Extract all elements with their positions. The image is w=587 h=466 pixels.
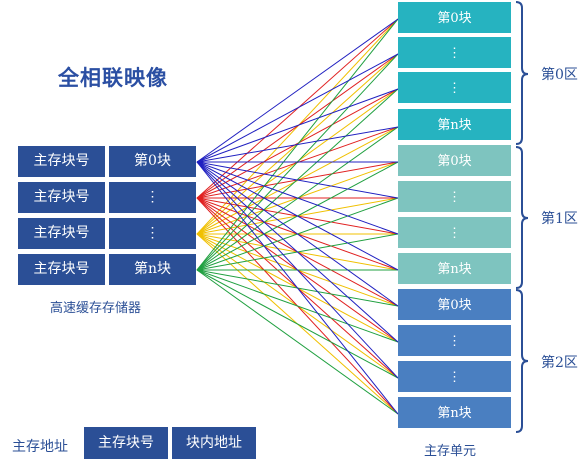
address-field-block-number: 主存块号 [84,427,168,459]
memory-block: ⋮ [398,181,511,214]
memory-block: 第0块 [398,2,511,35]
memory-block: 第n块 [398,109,511,142]
mapping-line [196,269,399,379]
cache-block-cell: ⋮ [109,182,196,213]
cache-tag-cell: 主存块号 [18,218,105,249]
cache-tag-cell: 主存块号 [18,182,105,213]
cache-block-cell: ⋮ [109,218,196,249]
mapping-line [196,126,399,163]
mapping-line [196,161,399,379]
cache-block-cell: 第n块 [109,254,196,285]
memory-block: 第n块 [398,397,511,430]
memory-block: 第0块 [398,289,511,322]
mapping-line [196,269,399,415]
address-field-offset: 块内地址 [172,427,256,459]
memory-block: ⋮ [398,72,511,105]
zone-label: 第0区 [541,67,578,83]
cache-row: 主存块号 ⋮ [18,218,196,249]
mapping-line [196,88,399,163]
mapping-line [196,18,399,163]
cache-tag-cell: 主存块号 [18,254,105,285]
mapping-line [196,161,399,307]
memory-label: 主存单元 [424,444,477,459]
zone0-brace [515,1,529,145]
zone-label: 第1区 [541,211,578,227]
zone-label: 第2区 [541,355,578,371]
memory-block: ⋮ [398,325,511,358]
memory-block: ⋮ [398,37,511,70]
cache-row: 主存块号 第n块 [18,254,196,285]
zone1-brace [515,146,529,289]
address-label: 主存地址 [12,439,68,455]
zone2-brace [515,289,529,433]
mapping-line [196,161,399,343]
mapping-line [196,161,399,235]
mapping-line [196,53,399,163]
mapping-line [196,161,399,415]
mapping-line [196,161,399,271]
memory-block: 第0块 [398,145,511,178]
memory-block: ⋮ [398,217,511,250]
cache-row: 主存块号 ⋮ [18,182,196,213]
mapping-line [196,269,399,343]
memory-block: 第n块 [398,253,511,286]
cache-tag-cell: 主存块号 [18,146,105,177]
memory-block: ⋮ [398,361,511,394]
cache-row: 主存块号 第0块 [18,146,196,177]
cache-label: 高速缓存存储器 [50,301,142,316]
mapping-line [196,161,399,199]
cache-block-cell: 第0块 [109,146,196,177]
diagram-title: 全相联映像 [58,66,168,90]
